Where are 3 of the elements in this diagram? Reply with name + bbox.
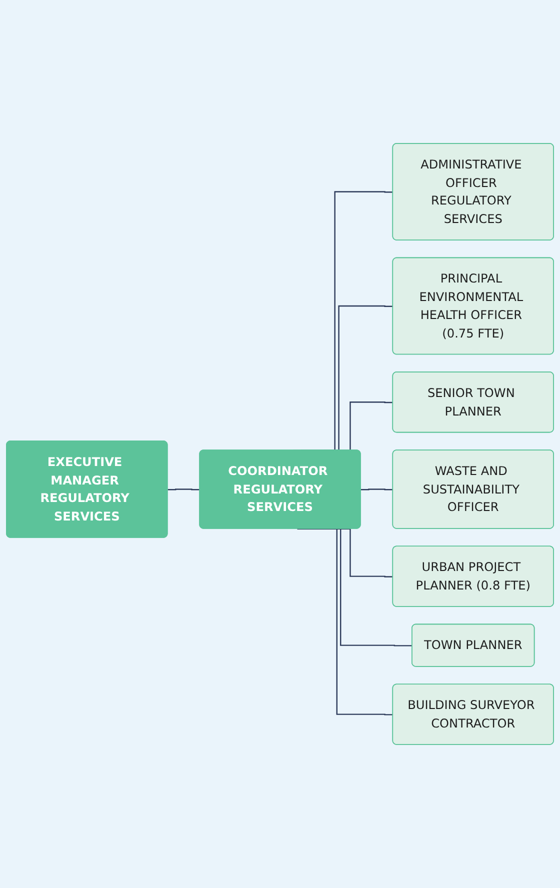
- connector: [168, 488, 200, 490]
- connector: [297, 528, 394, 716]
- connector: [360, 488, 394, 490]
